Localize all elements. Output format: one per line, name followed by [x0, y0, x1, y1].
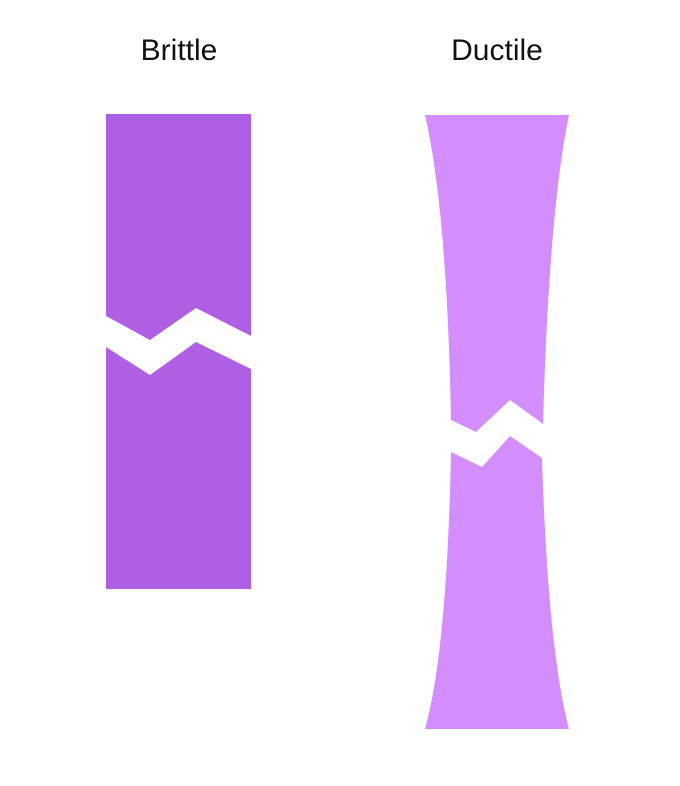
brittle-upper-piece — [106, 114, 251, 340]
brittle-specimen — [106, 114, 251, 589]
ductile-label: Ductile — [451, 34, 543, 67]
ductile-specimen — [425, 115, 569, 729]
ductile-lower-piece — [425, 436, 569, 729]
brittle-label: Brittle — [140, 34, 218, 67]
brittle-lower-piece — [106, 342, 251, 589]
ductile-upper-piece — [425, 115, 569, 432]
